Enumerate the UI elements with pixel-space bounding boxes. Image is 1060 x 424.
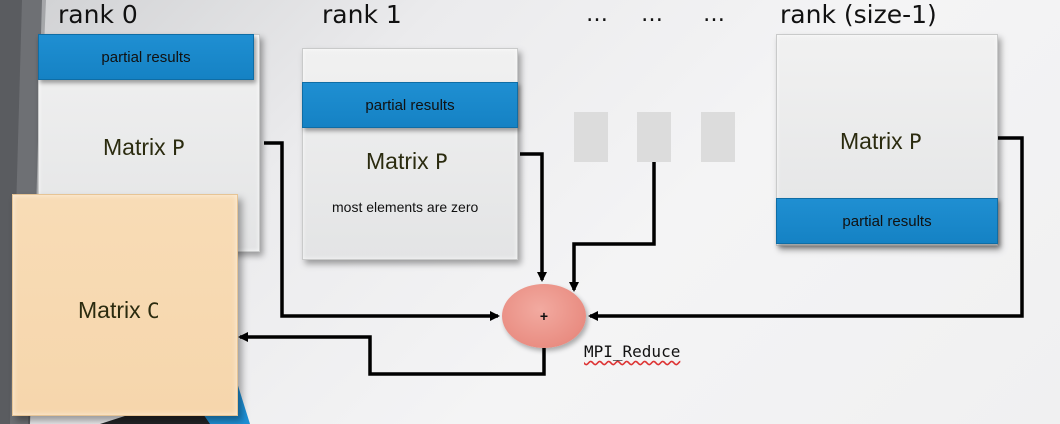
arrow-placeholder-to-reduce [569,162,656,292]
rank-last-partial-results-bar: partial results [776,198,998,244]
matrix-c-label: Matrix C [78,297,160,324]
rank-last-matrix-var: P [909,130,922,154]
rank-last-label: rank (size-1) [780,0,937,29]
rank-1-partial-results-label: partial results [365,96,455,114]
matrix-c-var: C [147,299,160,323]
arrow-ranklast-to-reduce [588,136,1024,321]
rank-0-matrix-name: Matrix [103,134,166,160]
arrow-rank1-to-reduce [520,152,547,282]
rank-last-matrix-name: Matrix [840,128,903,154]
placeholder-box-2 [637,112,671,162]
matrix-c-name: Matrix [78,297,141,323]
placeholder-box-1 [574,112,608,162]
ellipsis-1: … [586,2,609,27]
mpi-reduce-label: MPI_Reduce [584,342,681,361]
rank-1-note: most elements are zero [332,199,479,215]
arrow-rank0-to-reduce [264,141,500,321]
ellipsis-3: … [703,2,726,27]
rank-0-label: rank 0 [58,0,138,29]
rank-0-matrix-label: Matrix P [103,134,185,161]
rank-1-matrix-label: Matrix P [366,148,448,175]
rank-1-label: rank 1 [322,0,402,29]
rank-0-partial-results-bar: partial results [38,34,254,80]
rank-0-matrix-var: P [172,136,185,160]
placeholder-box-3 [701,112,735,162]
rank-0-partial-results-label: partial results [101,48,191,66]
matrix-c-box [12,194,238,416]
reduce-operator-symbol: + [539,308,549,324]
arrow-reduce-to-matrix-c [238,332,546,376]
rank-last-matrix-label: Matrix P [840,128,922,155]
ellipsis-2: … [641,2,664,27]
rank-1-matrix-name: Matrix [366,148,429,174]
rank-1-matrix-var: P [435,150,448,174]
rank-1-partial-results-bar: partial results [302,82,518,128]
rank-last-partial-results-label: partial results [842,212,932,230]
reduce-operator-node: + [502,284,586,348]
